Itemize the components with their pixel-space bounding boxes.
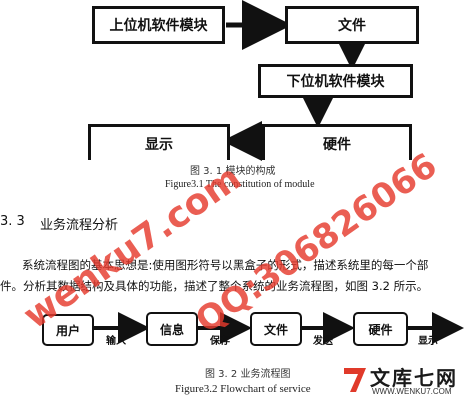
fig32-caption-en: Figure3.2 Flowchart of service xyxy=(175,383,311,395)
section-number: 3. 3 xyxy=(0,214,25,229)
fig32-caption-cn: 图 3. 2 业务流程图 xyxy=(205,369,291,380)
section-title: 业务流程分析 xyxy=(40,218,119,233)
fig31-caption-cn: 图 3. 1 模块的构成 xyxy=(190,166,276,177)
logo-text: 文库七网 xyxy=(370,366,458,390)
flow-edge-save: 保存 xyxy=(210,336,230,347)
paragraph-line-2: 件。分析其数据结构及具体的功能，描述了整个系统的业务流程图，如图 3.2 所示。 xyxy=(0,279,429,293)
flow-edge-input: 输入 xyxy=(106,336,126,347)
logo-url: WWW.WENKU7.COM xyxy=(372,387,452,396)
box-upper-module: 上位机软件模块 xyxy=(92,6,225,44)
logo-seven-icon xyxy=(344,368,366,392)
flow-node-file: 文件 xyxy=(250,312,302,346)
paragraph-line-1: 系统流程图的基本思想是:使用图形符号以黑盒子的形式，描述系统里的每一个部 xyxy=(22,258,429,272)
flow-node-user: 用户 xyxy=(42,314,94,346)
box-file: 文件 xyxy=(285,6,419,44)
site-logo: 文库七网 WWW.WENKU7.COM xyxy=(340,358,474,401)
fig31-arrows xyxy=(222,0,372,161)
flow-node-hardware: 硬件 xyxy=(353,312,408,346)
box-hardware: 硬件 xyxy=(262,124,412,160)
box-display: 显示 xyxy=(88,124,230,160)
flow-edge-send: 发送 xyxy=(313,336,333,347)
fig31-caption-en: Figure3.1 The constitution of module xyxy=(165,179,315,190)
flow-edge-display: 显示 xyxy=(418,336,438,347)
flow-node-info: 信息 xyxy=(146,312,198,346)
box-lower-module: 下位机软件模块 xyxy=(258,64,413,98)
fig32-arrows xyxy=(94,312,464,344)
